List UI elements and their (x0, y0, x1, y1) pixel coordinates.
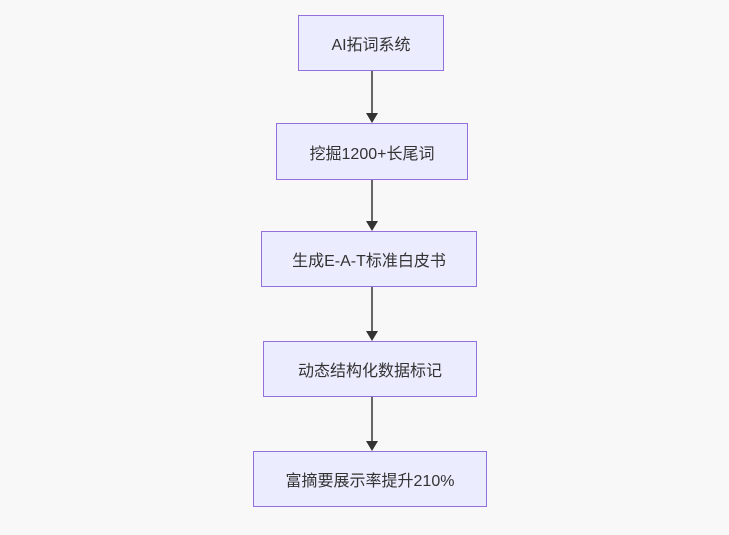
flow-node-rich-snippet-rate: 富摘要展示率提升210% (253, 451, 487, 507)
flow-edge-3 (365, 287, 379, 341)
flow-edge-4 (365, 397, 379, 451)
flow-node-label: 挖掘1200+长尾词 (309, 145, 435, 163)
arrow-down-icon (366, 441, 378, 451)
arrow-line (371, 71, 373, 114)
flow-node-longtail-mining: 挖掘1200+长尾词 (276, 123, 468, 180)
flow-node-label: 富摘要展示率提升210% (285, 473, 455, 490)
arrow-line (371, 180, 373, 222)
flow-node-label: 动态结构化数据标记 (297, 363, 442, 380)
arrow-line (371, 397, 373, 442)
arrow-down-icon (366, 331, 378, 341)
arrow-line (371, 287, 373, 332)
flow-node-ai-keyword-system: AI拓词系统 (298, 15, 444, 71)
arrow-down-icon (366, 113, 378, 123)
flow-node-eat-whitepaper: 生成E-A-T标准白皮书 (261, 231, 477, 287)
flow-node-label: 生成E-A-T标准白皮书 (292, 253, 446, 270)
flow-edge-2 (365, 180, 379, 231)
flow-node-label: AI拓词系统 (331, 37, 411, 54)
flow-edge-1 (365, 71, 379, 123)
arrow-down-icon (366, 221, 378, 231)
flow-node-structured-data-markup: 动态结构化数据标记 (263, 341, 477, 397)
